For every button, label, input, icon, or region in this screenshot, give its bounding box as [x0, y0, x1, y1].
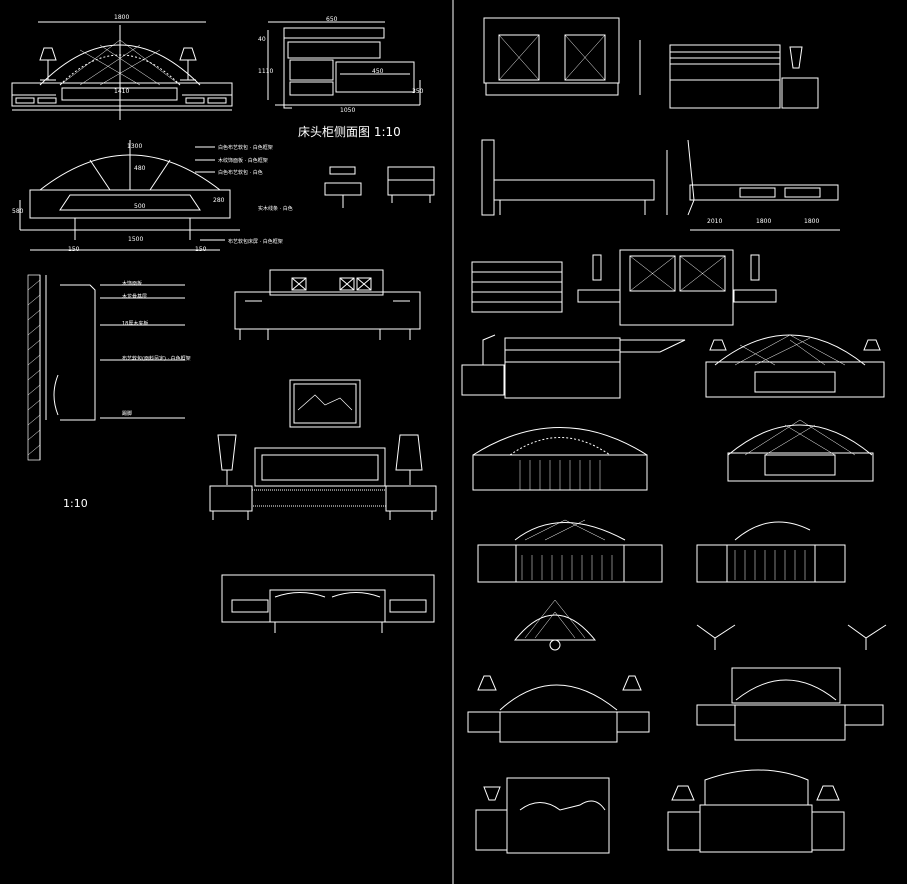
right-arched-bed-5: [696, 667, 884, 741]
arch-section-drawing: [19, 140, 240, 251]
dim-arch-top: 1300: [127, 143, 143, 150]
dim-arch-h1: 480: [134, 165, 146, 172]
right-arched-bed-6: [667, 769, 845, 853]
wall-note-2: 木龙骨基层: [122, 294, 148, 300]
dim-side-top: 650: [326, 16, 338, 23]
dim-side-low: 350: [412, 88, 424, 95]
dim-bed-a: 2010: [707, 218, 723, 225]
headboard-section-title: 床头柜侧面图 1:10: [298, 125, 401, 139]
wall-detail-scale: 1:10: [63, 497, 88, 510]
right-bed-elevation-2: [669, 44, 819, 109]
right-bed-elevation-1: [483, 17, 641, 96]
wall-note-5: 踢脚: [122, 411, 133, 417]
right-arched-bed-2: [472, 427, 648, 491]
dim-arch-h2: 500: [134, 203, 146, 210]
dim-arch-base: 580: [12, 208, 24, 215]
dim-arch-mid: 1500: [128, 236, 144, 243]
arch-note-4: 实木线条 · 白色: [258, 206, 293, 212]
right-lamp-symbols: [696, 624, 887, 650]
dim-arch-right: 150: [195, 246, 207, 253]
dim-side-step: 450: [372, 68, 384, 75]
dim-side-bottom: 1050: [340, 107, 356, 114]
right-arched-bed-3: [727, 419, 874, 482]
arch-note-5: 布艺软包床屏 · 白色框架: [228, 239, 283, 245]
bed-plan-view: [221, 574, 435, 633]
right-arched-bed-4: [467, 675, 650, 743]
bed-front-with-lamps: [209, 434, 437, 520]
wall-note-3: 18厚木夹板: [122, 321, 149, 327]
right-bed-side-2: [687, 139, 840, 231]
right-fan-shape: [513, 599, 597, 651]
dim-arch-left: 150: [68, 246, 80, 253]
lamp-shade: [179, 47, 197, 61]
dim-front-inner: 1410: [114, 88, 130, 95]
wall-note-4: 布艺软包(面料另定) · 白色框架: [122, 356, 191, 362]
wall-detail-section: [27, 274, 185, 461]
right-arched-bed-1: [705, 334, 885, 398]
right-cushion-bed-2: [696, 521, 846, 583]
headboard-with-windows: [234, 269, 421, 340]
wall-painting: [289, 379, 361, 428]
right-bed-side-1: [481, 139, 668, 216]
side-section-drawing: [267, 21, 421, 109]
right-bed-with-pillows: [475, 777, 610, 854]
right-cushion-bed-1: [477, 519, 663, 583]
arch-note-1: 白色布艺软包 · 白色框架: [218, 145, 273, 151]
nightstand-drawings: [324, 166, 435, 208]
dim-arch-side: 280: [213, 197, 225, 204]
right-bed-with-mirrors: [577, 249, 777, 326]
wall-note-1: 木饰面板: [122, 281, 143, 287]
front-elevation-arched-headboard: [11, 21, 233, 120]
lamp-shade: [39, 47, 57, 61]
dim-front-width: 1800: [114, 14, 130, 21]
right-bed-with-lamp: [461, 334, 686, 399]
dim-bed-b: 1800: [756, 218, 772, 225]
dim-side-height: 1110: [258, 68, 274, 75]
arch-note-3: 白色布艺软包 · 白色: [218, 170, 263, 176]
right-striped-headboard: [471, 261, 563, 313]
dim-bed-c: 1800: [804, 218, 820, 225]
arch-note-2: 木纹饰面板 · 白色框架: [218, 158, 268, 164]
dim-side-left: 40: [258, 36, 266, 43]
